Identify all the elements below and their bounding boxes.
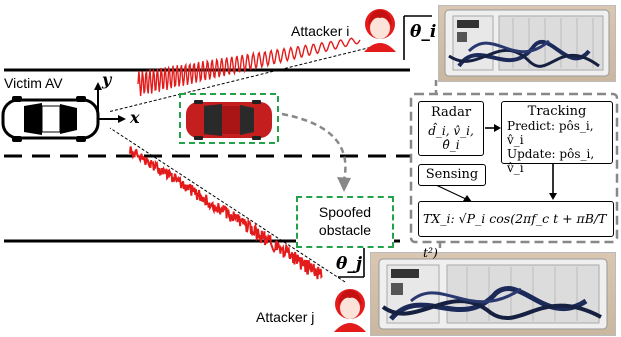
tx-formula: TX_i: √P_i cos(2πf_c t + πB/T t²)	[423, 211, 607, 260]
y-axis-label: y	[102, 70, 112, 89]
tracking-title: Tracking	[527, 104, 587, 119]
red-car-box	[179, 93, 279, 144]
radar-hardware-photo	[438, 5, 616, 82]
red-car-icon	[186, 100, 272, 140]
tx-block: TX_i: √P_i cos(2πf_c t + πB/T t²)	[418, 201, 614, 260]
spoofed-obstacle-box: Spoofed obstacle	[296, 196, 394, 248]
radar-block: Radar d̂_i, v̂_i, θ̂_i	[418, 101, 484, 156]
path-j	[109, 127, 346, 283]
chirp-signal-i	[137, 37, 361, 97]
victim-car-icon	[1, 96, 100, 142]
attacker-j-label: Attacker j	[256, 309, 315, 325]
theta-j-label: θ_j	[336, 254, 362, 274]
path-i	[107, 44, 381, 113]
x-axis-label: x	[130, 108, 140, 127]
sensing-block: Sensing	[418, 164, 486, 186]
attacker-avatar-icon	[334, 289, 366, 332]
noise-signal-j	[129, 146, 323, 280]
theta-i-label: θ_i	[410, 22, 437, 42]
tracking-update: Update: pôs_i, v̂_i	[507, 147, 595, 175]
attacker-i-label: Attacker i	[291, 23, 350, 39]
victim-label: Victim AV	[4, 75, 63, 91]
sensing-title: Sensing	[425, 167, 479, 182]
tracking-block: Tracking Predict: pôs_i, v̂_i Update: pô…	[501, 101, 613, 175]
radar-formula: d̂_i, v̂_i, θ̂_i	[428, 124, 474, 152]
radar-hardware-photo	[370, 252, 616, 336]
radar-title: Radar	[430, 105, 472, 120]
spoof-arrow	[281, 112, 347, 181]
spoofed-label-line1: Spoofed	[318, 204, 372, 220]
tracking-predict: Predict: pôs_i, v̂_i	[507, 119, 594, 147]
attacker-avatar-icon	[364, 9, 396, 52]
spoofed-label-line2: obstacle	[318, 222, 372, 238]
